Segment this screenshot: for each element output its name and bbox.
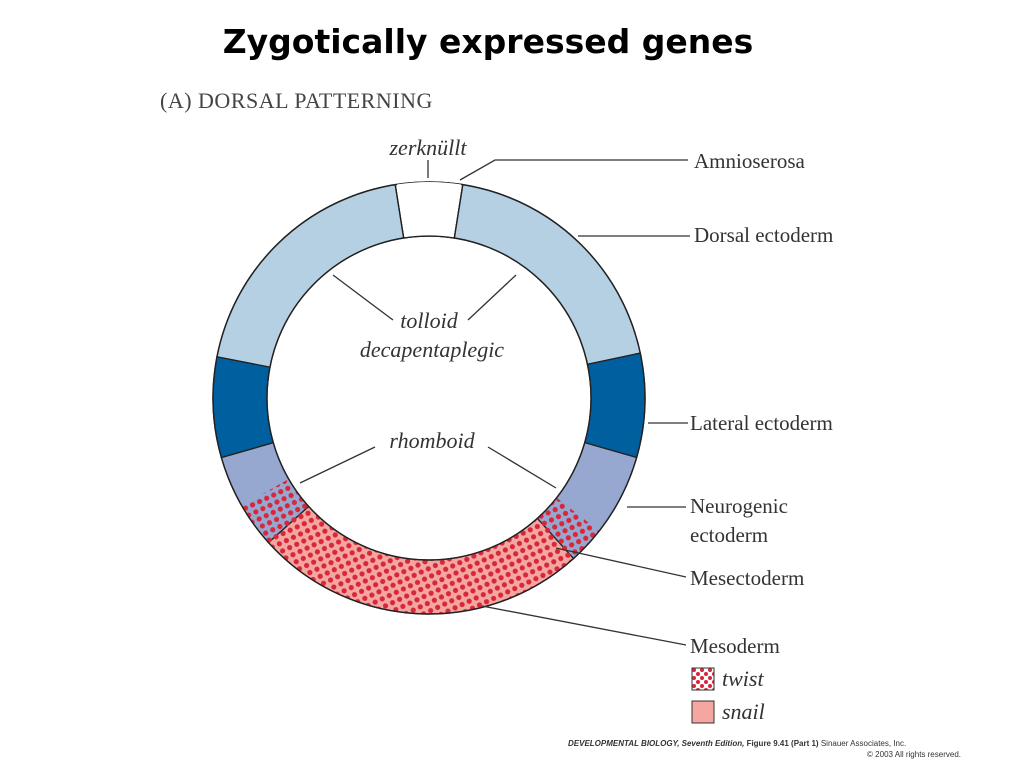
amnioserosa-leader <box>459 159 688 181</box>
mesoderm-label: Mesoderm <box>690 634 780 658</box>
figure-credit: DEVELOPMENTAL BIOLOGY, Seventh Edition, … <box>568 738 961 760</box>
inner-ring-edge <box>266 235 592 561</box>
credit-figure: Figure 9.41 (Part 1) <box>746 739 819 748</box>
lateral-ectoderm-left-segment <box>212 356 275 459</box>
slide-title: Zygotically expressed genes <box>222 22 754 61</box>
amnioserosa-label: Amnioserosa <box>694 149 805 173</box>
figure-heading: (A) DORSAL PATTERNING <box>160 88 433 113</box>
rhomboid-left-leader <box>299 446 376 484</box>
twist-dots-main <box>258 497 600 614</box>
snail-swatch <box>691 700 715 724</box>
mesectoderm-label: Mesectoderm <box>690 566 804 590</box>
amnioserosa-inner-edge <box>403 235 455 239</box>
lateral-ectoderm-right-segment <box>583 352 646 459</box>
tolloid-right-leader <box>467 274 517 321</box>
neurogenic-ectoderm-label-line2: ectoderm <box>690 523 768 547</box>
amnioserosa-left-edge <box>394 184 405 239</box>
dorsal-ectoderm-label: Dorsal ectoderm <box>694 223 833 247</box>
tolloid-label: tolloid <box>400 308 458 333</box>
ring-outline <box>212 181 646 615</box>
mesectoderm-leader <box>555 547 687 578</box>
snail-legend-label: snail <box>722 699 765 724</box>
rhomboid-right-leader <box>487 446 557 489</box>
decapentaplegic-label: decapentaplegic <box>360 337 504 362</box>
zerknullt-label: zerknüllt <box>389 135 468 160</box>
neurogenic-ectoderm-label-line1: Neurogenic <box>690 494 788 518</box>
twist-expression-dots <box>241 479 600 614</box>
amnioserosa-right-edge <box>453 184 464 239</box>
amnioserosa-gap <box>397 182 461 238</box>
tolloid-left-leader <box>332 274 394 321</box>
legend: twist snail <box>691 666 765 724</box>
lateral-ectoderm-label: Lateral ectoderm <box>690 411 833 435</box>
credit-publisher: Sinauer Associates, Inc. <box>820 739 907 748</box>
twist-legend-label: twist <box>722 666 764 691</box>
rhomboid-label: rhomboid <box>389 428 475 453</box>
credit-copyright: © 2003 All rights reserved. <box>867 750 961 759</box>
twist-dots-left-mesectoderm <box>241 479 302 531</box>
outer-ring-edge <box>212 181 646 615</box>
leader-lines <box>299 159 690 646</box>
credit-book: DEVELOPMENTAL BIOLOGY, Seventh Edition, <box>568 739 745 748</box>
mesoderm-leader <box>481 605 687 646</box>
